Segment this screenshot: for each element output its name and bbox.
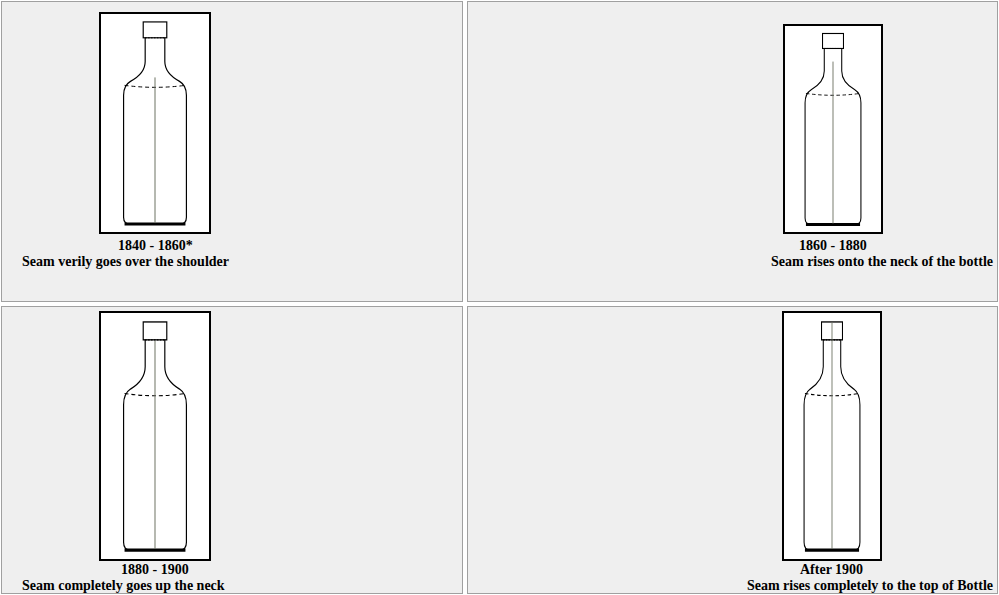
date-range: 1880 - 1900 xyxy=(121,562,189,577)
bottle-illustration xyxy=(101,14,209,232)
table-cell xyxy=(1,306,463,594)
bottle-frame xyxy=(783,24,883,234)
bottle-frame xyxy=(99,311,211,561)
bottle-frame xyxy=(782,311,882,561)
bottle-illustration xyxy=(785,26,881,232)
seam-description: Seam completely goes up the neck xyxy=(22,578,225,593)
date-range: After 1900 xyxy=(800,562,863,577)
bottle-illustration xyxy=(784,313,880,559)
seam-description: Seam rises completely to the top of Bott… xyxy=(747,578,993,593)
date-range: 1840 - 1860* xyxy=(118,238,193,253)
bottle-frame xyxy=(99,12,211,234)
seam-description: Seam verily goes over the shoulder xyxy=(22,254,229,269)
date-range: 1860 - 1880 xyxy=(799,238,867,253)
bottle-illustration xyxy=(101,313,209,559)
table-cell xyxy=(467,306,998,594)
seam-description: Seam rises onto the neck of the bottle xyxy=(771,254,993,269)
